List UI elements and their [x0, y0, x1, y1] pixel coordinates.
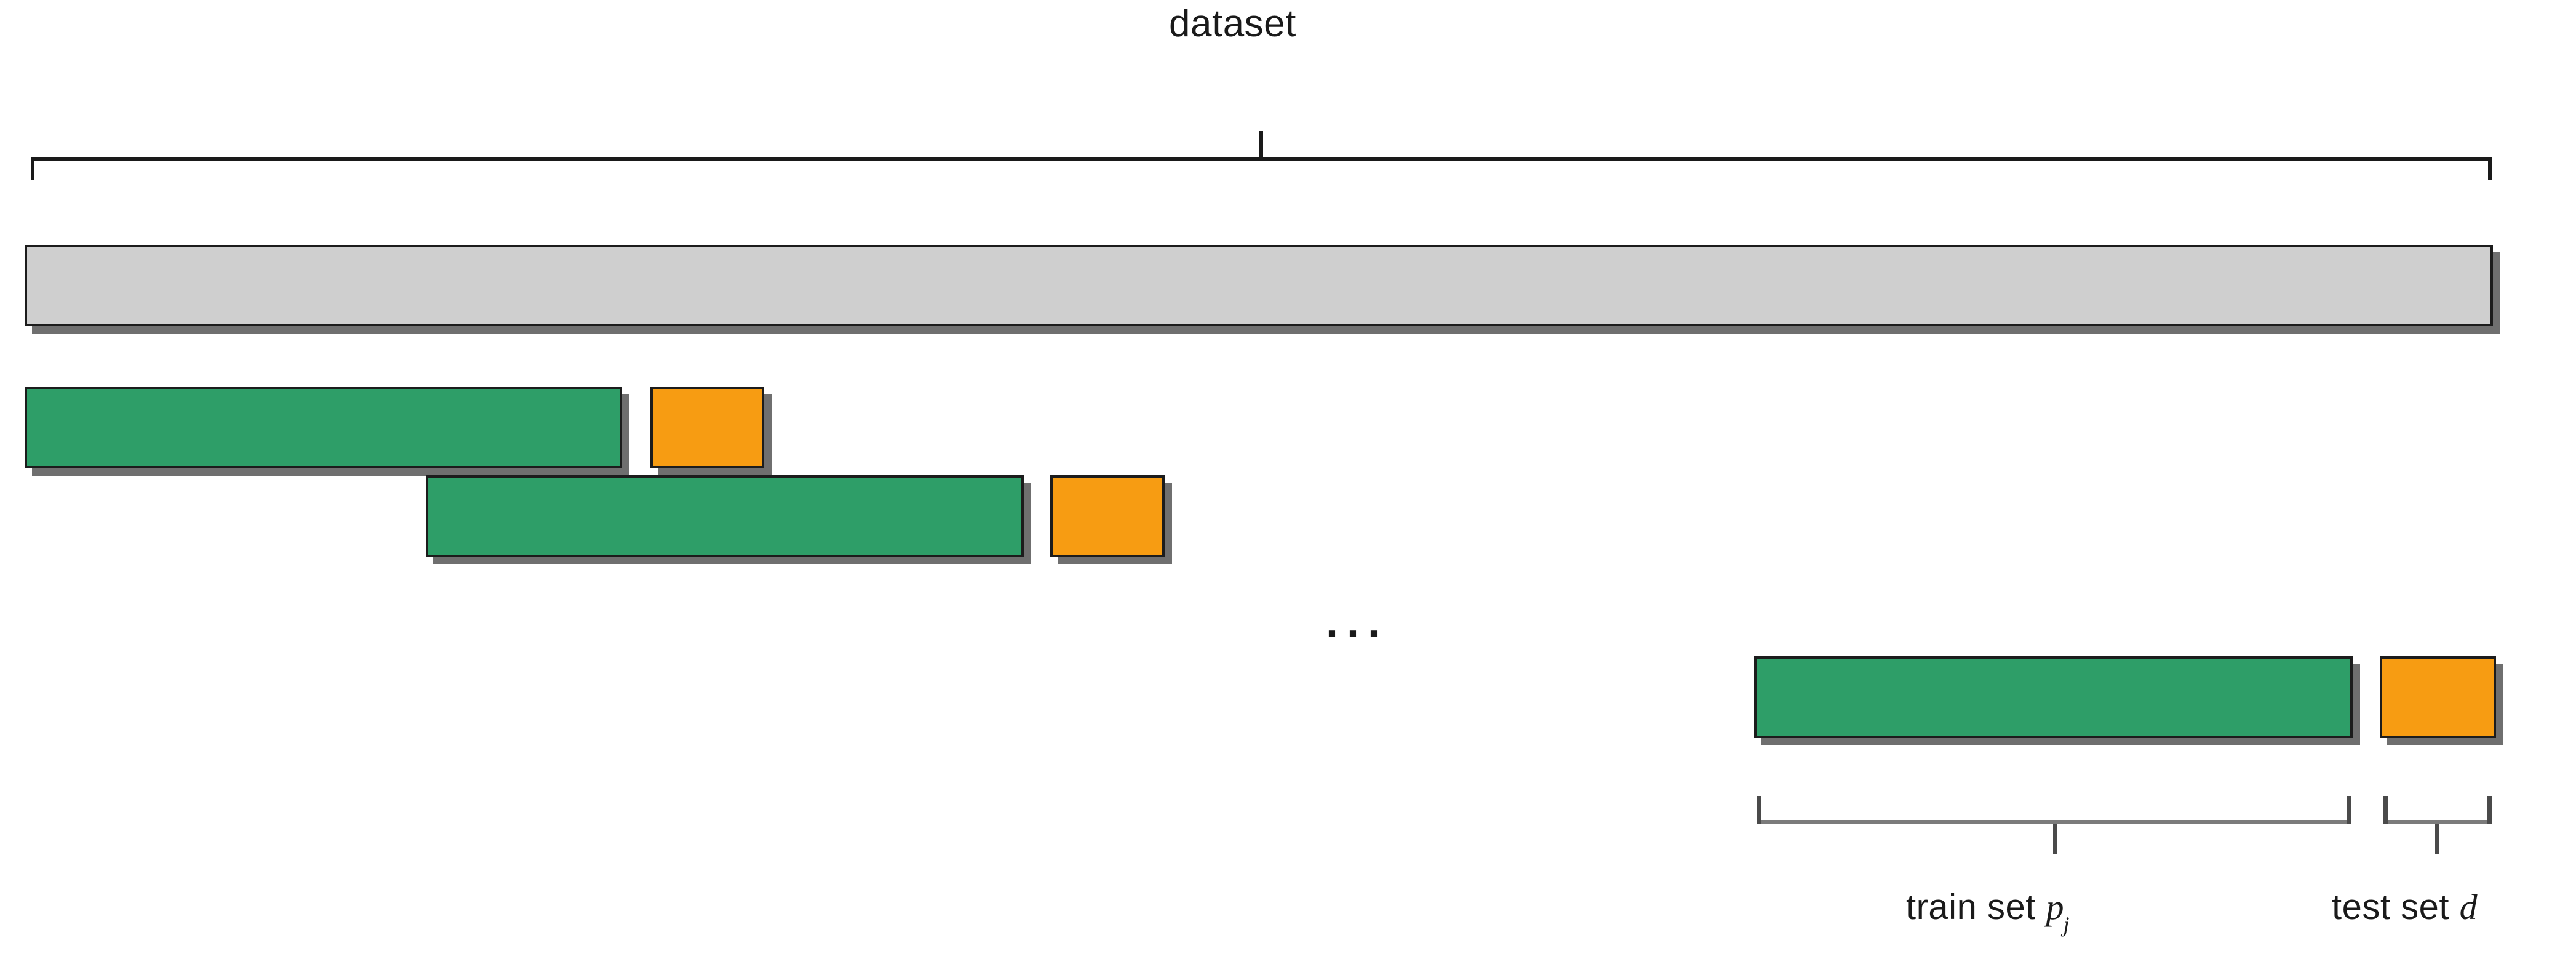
full-dataset-bar	[25, 245, 2493, 326]
page-title: dataset	[1169, 2, 1296, 45]
test-bar	[2380, 656, 2496, 738]
train-set-subscript: j	[2063, 912, 2070, 937]
train-bar	[1754, 656, 2353, 738]
test-set-label: test set d	[2332, 889, 2478, 925]
train-set-bracket-span	[1757, 820, 2351, 824]
train-set-bracket-right-tick	[2347, 796, 2351, 824]
dataset-bracket-stem	[1259, 131, 1263, 158]
test-set-bracket-stem	[2435, 824, 2439, 854]
test-set-bracket-span	[2383, 820, 2492, 824]
train-bar	[25, 387, 622, 468]
test-set-bracket-right-tick	[2487, 796, 2492, 824]
test-set-bracket-left-tick	[2383, 796, 2388, 824]
test-set-symbol: d	[2459, 887, 2478, 927]
train-set-bracket-stem	[2053, 824, 2057, 854]
test-set-label-text: test set	[2332, 887, 2460, 927]
train-bar	[426, 475, 1024, 557]
test-bar	[1050, 475, 1165, 557]
dataset-bracket-left-tick	[31, 157, 34, 180]
train-set-label-text: train set	[1906, 887, 2046, 927]
train-set-label: train set pj	[1906, 887, 2070, 936]
dataset-bracket-right-tick	[2488, 157, 2492, 180]
train-set-symbol: p	[2046, 887, 2064, 927]
ellipsis-indicator: ...	[1326, 598, 1389, 647]
test-bar	[650, 387, 764, 468]
train-set-bracket-left-tick	[1757, 796, 1761, 824]
dataset-bracket-span	[31, 157, 2492, 161]
